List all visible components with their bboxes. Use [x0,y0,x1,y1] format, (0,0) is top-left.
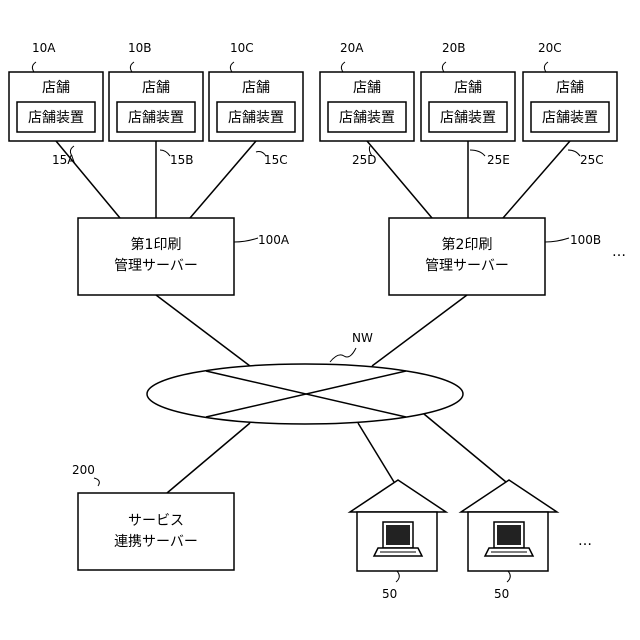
line-ref-25D: 25D [352,146,377,167]
server-label-line1: 第2印刷 [442,236,493,253]
service-server-line1: サービス [128,513,184,529]
line-ref-15A: 15A [52,146,76,167]
store-label: 店舗 [353,80,381,96]
store-label: 店舗 [142,80,170,96]
ref-label: 15A [52,153,76,167]
store-label: 店舗 [556,80,584,96]
ref-label: 20A [340,41,364,55]
line-ref-25C: 25C [568,150,604,167]
store-device-label: 店舗装置 [228,110,284,126]
store-20B: 店舗 店舗装置 20B [421,41,515,141]
ref-label: 20B [442,41,466,55]
print-server-100A: 第1印刷 管理サーバー 100A [78,218,290,295]
ref-label: 20C [538,41,562,55]
ref-label: 200 [72,463,95,477]
ref-label: 50 [382,587,397,601]
server-label-line1: 第1印刷 [131,236,182,253]
more-servers-ellipsis: … [612,244,626,260]
store-10A: 店舗 店舗装置 10A [9,41,103,141]
network-label: NW [352,331,373,345]
ref-label: 25E [487,153,510,167]
store-10C: 店舗 店舗装置 10C [209,41,303,141]
store-20A: 店舗 店舗装置 20A [320,41,414,141]
store-device-label: 店舗装置 [339,110,395,126]
store-label: 店舗 [454,80,482,96]
store-label: 店舗 [42,80,70,96]
store-label: 店舗 [242,80,270,96]
network-nw: NW [147,331,463,424]
ref-label: 10B [128,41,152,55]
ref-label: 100B [570,233,601,247]
ref-label: 25C [580,153,604,167]
store-device-label: 店舗装置 [440,110,496,126]
more-terminals-ellipsis: … [578,533,592,549]
store-device-label: 店舗装置 [128,110,184,126]
line-ref-25E: 25E [470,150,510,167]
server-label-line2: 管理サーバー [114,258,198,274]
ref-label: 10A [32,41,56,55]
terminal-50-a: 50 [350,423,446,601]
store-device-label: 店舗装置 [28,110,84,126]
ref-label: 15C [264,153,288,167]
store-device-label: 店舗装置 [542,110,598,126]
ref-label: 100A [258,233,290,247]
service-server-line2: 連携サーバー [114,534,198,550]
print-server-100B: 第2印刷 管理サーバー 100B [389,218,601,295]
terminal-50-b: 50 [424,414,557,601]
ref-label: 15B [170,153,194,167]
line-ref-15B: 15B [160,150,194,167]
store-20C: 店舗 店舗装置 20C [523,41,617,141]
server-label-line2: 管理サーバー [425,258,509,274]
store-10B: 店舗 店舗装置 10B [109,41,203,141]
server-network-links [156,295,467,366]
line-ref-15C: 15C [256,152,288,168]
ref-label: 10C [230,41,254,55]
service-server-200: サービス 連携サーバー 200 [72,423,250,570]
ref-label: 25D [352,153,377,167]
ref-label: 50 [494,587,509,601]
